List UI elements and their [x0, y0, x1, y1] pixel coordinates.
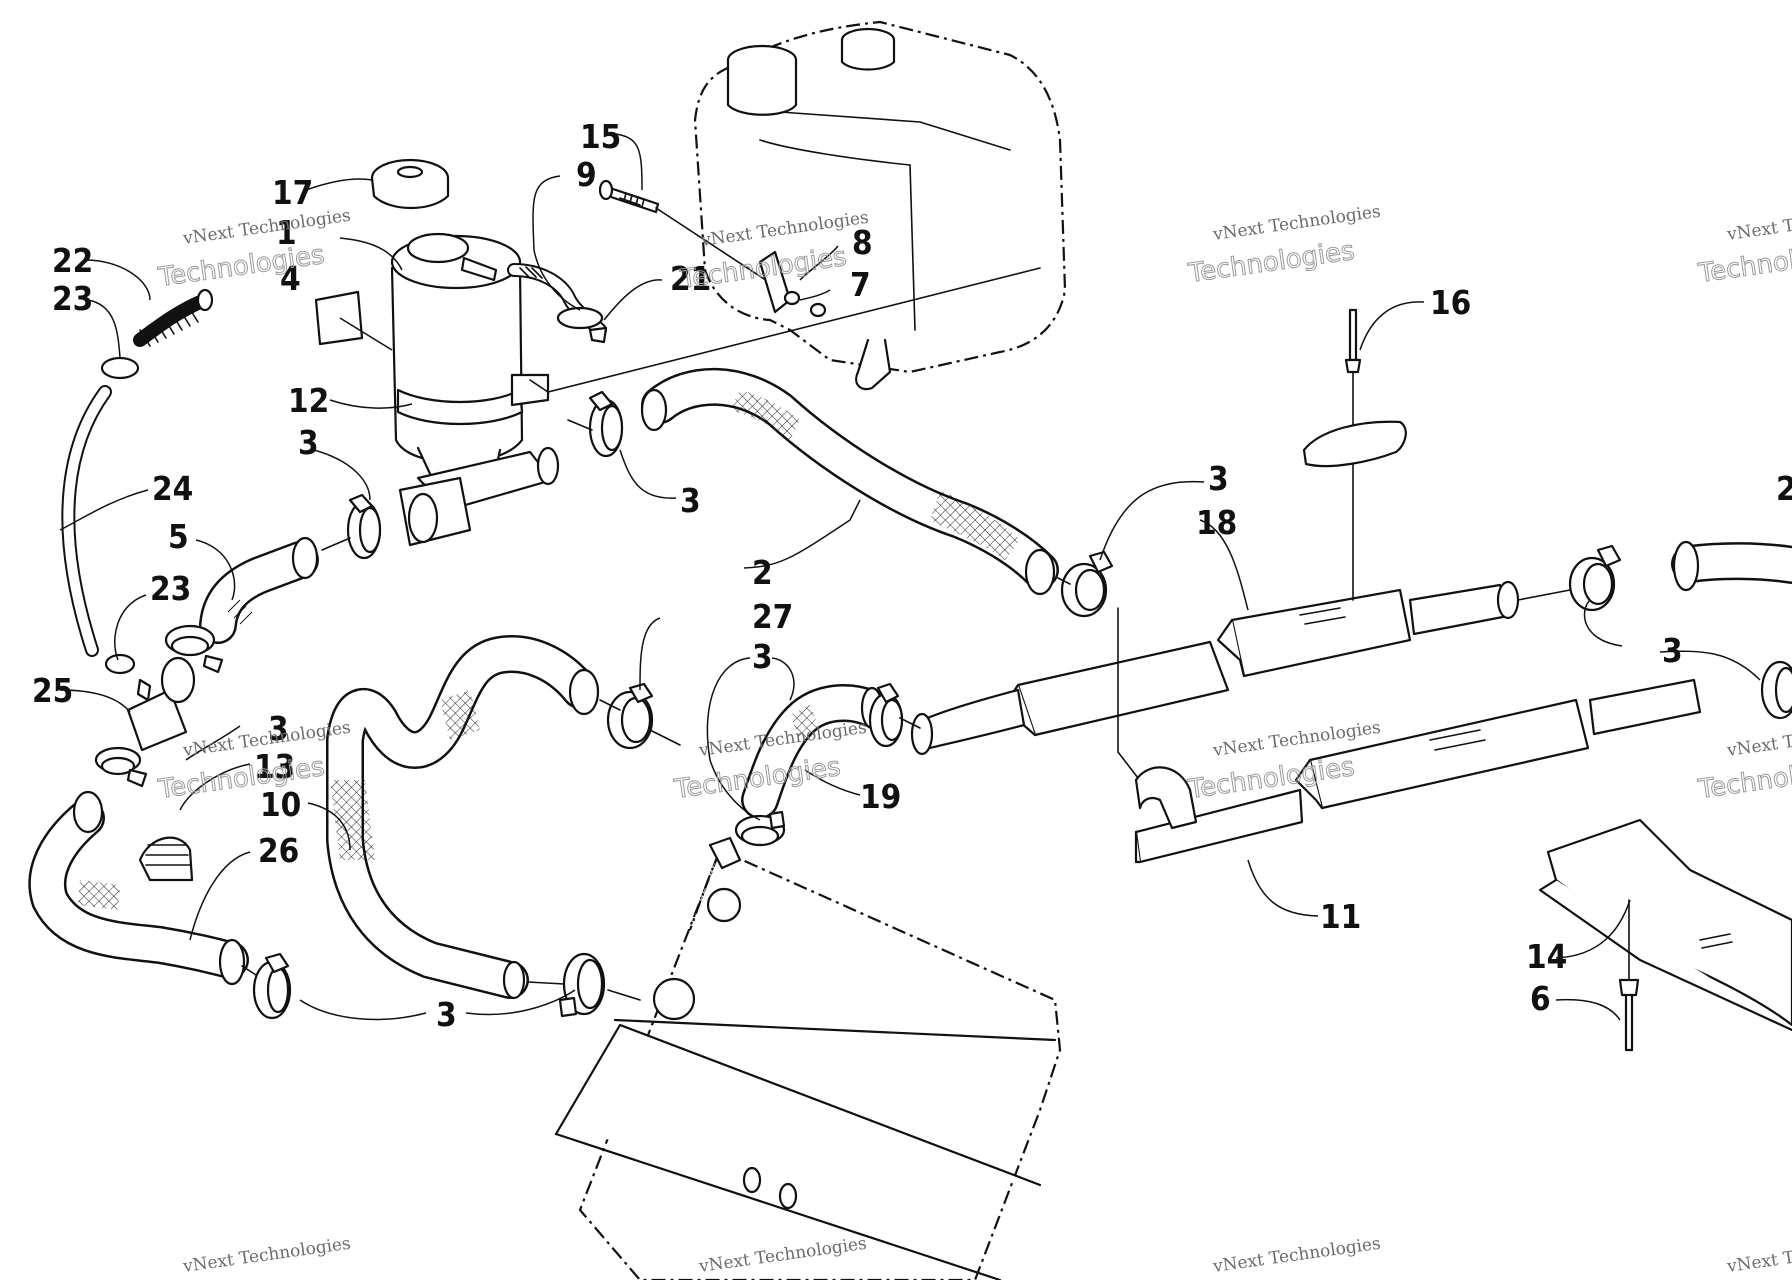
lower-hose	[28, 790, 249, 986]
tee-fitting	[398, 446, 560, 547]
callout-23: 23	[150, 569, 191, 608]
coolant-reservoir	[693, 20, 1067, 391]
hose-clamp-band	[138, 836, 194, 882]
hose-clamp	[1568, 544, 1622, 612]
watermark-text: vNext Technologies	[1725, 1234, 1792, 1277]
watermark-text: vNext Technologies	[181, 1234, 352, 1277]
watermark-text: vNext Technologies	[1211, 202, 1382, 245]
callout-24: 24	[152, 469, 193, 508]
radiator-cap	[370, 158, 450, 210]
callout-labels: 1 2 3 3 3 3 3 3 3 4 5 6 7 8 9 10 11 12 1…	[32, 117, 1792, 1034]
serpentine-hose	[326, 635, 600, 1000]
radiator-panel	[554, 836, 1062, 1280]
callout-1: 1	[276, 213, 297, 252]
hose-clamp	[1060, 550, 1114, 618]
watermark-text: Technologies	[1696, 752, 1792, 805]
callout-16: 16	[1430, 283, 1471, 322]
callout-27: 27	[752, 597, 793, 636]
return-hose-right	[1671, 540, 1792, 592]
heat-exchanger-upper	[910, 580, 1520, 756]
hose-clamp	[558, 952, 606, 1018]
watermark-text: vNext Technologies	[1725, 202, 1792, 245]
callout-6: 6	[1530, 979, 1551, 1018]
callout-14: 14	[1526, 937, 1567, 976]
callout-4: 4	[280, 259, 301, 298]
watermark-text: Technologies	[1696, 236, 1792, 289]
callout-11: 11	[1320, 897, 1361, 936]
reservoir-bracket	[758, 250, 827, 318]
elbow-hose	[199, 536, 319, 644]
upper-radiator-hose	[640, 367, 1059, 596]
hose-clamp	[734, 810, 786, 847]
surge-tank	[390, 232, 1041, 488]
hose-clamp	[606, 682, 654, 750]
rivet-upper	[1344, 308, 1362, 601]
hose-clamp	[588, 390, 624, 458]
callout-15: 15	[580, 117, 621, 156]
heat-exchanger-lower	[1134, 678, 1702, 864]
watermark-text: vNext Technologies	[1211, 1234, 1382, 1277]
callout-10: 10	[260, 785, 301, 824]
callout-3: 3	[680, 481, 701, 520]
hose-clamp	[164, 624, 224, 674]
callout-3: 3	[436, 995, 457, 1034]
watermark-text: vNext Technologies	[1725, 718, 1792, 761]
watermark-text: Technologies	[1186, 236, 1357, 289]
watermark-text: Technologies	[156, 240, 327, 293]
callout-19: 19	[860, 777, 901, 816]
y-fitting	[126, 656, 196, 752]
warning-label	[314, 290, 364, 346]
callout-21: 21	[670, 259, 711, 298]
callout-9: 9	[576, 155, 597, 194]
callout-23: 23	[52, 279, 93, 318]
callout-22: 22	[52, 241, 93, 280]
overflow-hose	[507, 263, 608, 344]
hose-clamp	[346, 493, 382, 560]
hose-clamp-small	[100, 356, 140, 675]
callout-7: 7	[850, 265, 871, 304]
breather-spring-hose	[133, 288, 214, 347]
hose-clamp	[1760, 660, 1792, 720]
hose-clamp	[252, 952, 292, 1020]
callout-3: 3	[752, 637, 773, 676]
callout-3: 3	[268, 709, 289, 748]
callout-3: 3	[1208, 459, 1229, 498]
rivet-lower	[1618, 899, 1640, 1052]
callout-25: 25	[32, 671, 73, 710]
callout-2: 2	[752, 553, 773, 592]
callout-18: 18	[1196, 503, 1237, 542]
mounting-bracket	[1538, 818, 1792, 1032]
callout-2: 2	[1776, 469, 1792, 508]
hose-clamp	[868, 682, 904, 748]
callout-12: 12	[288, 381, 329, 420]
hose-clamp	[94, 746, 148, 788]
callout-26: 26	[258, 831, 299, 870]
callout-8: 8	[852, 223, 873, 262]
callout-5: 5	[168, 517, 189, 556]
callout-13: 13	[254, 747, 295, 786]
callout-17: 17	[272, 173, 313, 212]
callout-3: 3	[298, 423, 319, 462]
callout-3: 3	[1662, 631, 1683, 670]
rivet-plate	[1302, 420, 1407, 468]
watermark-text: vNext Technologies	[181, 206, 352, 249]
callout-leaders	[59, 133, 1761, 1021]
vent-hose	[61, 385, 112, 657]
